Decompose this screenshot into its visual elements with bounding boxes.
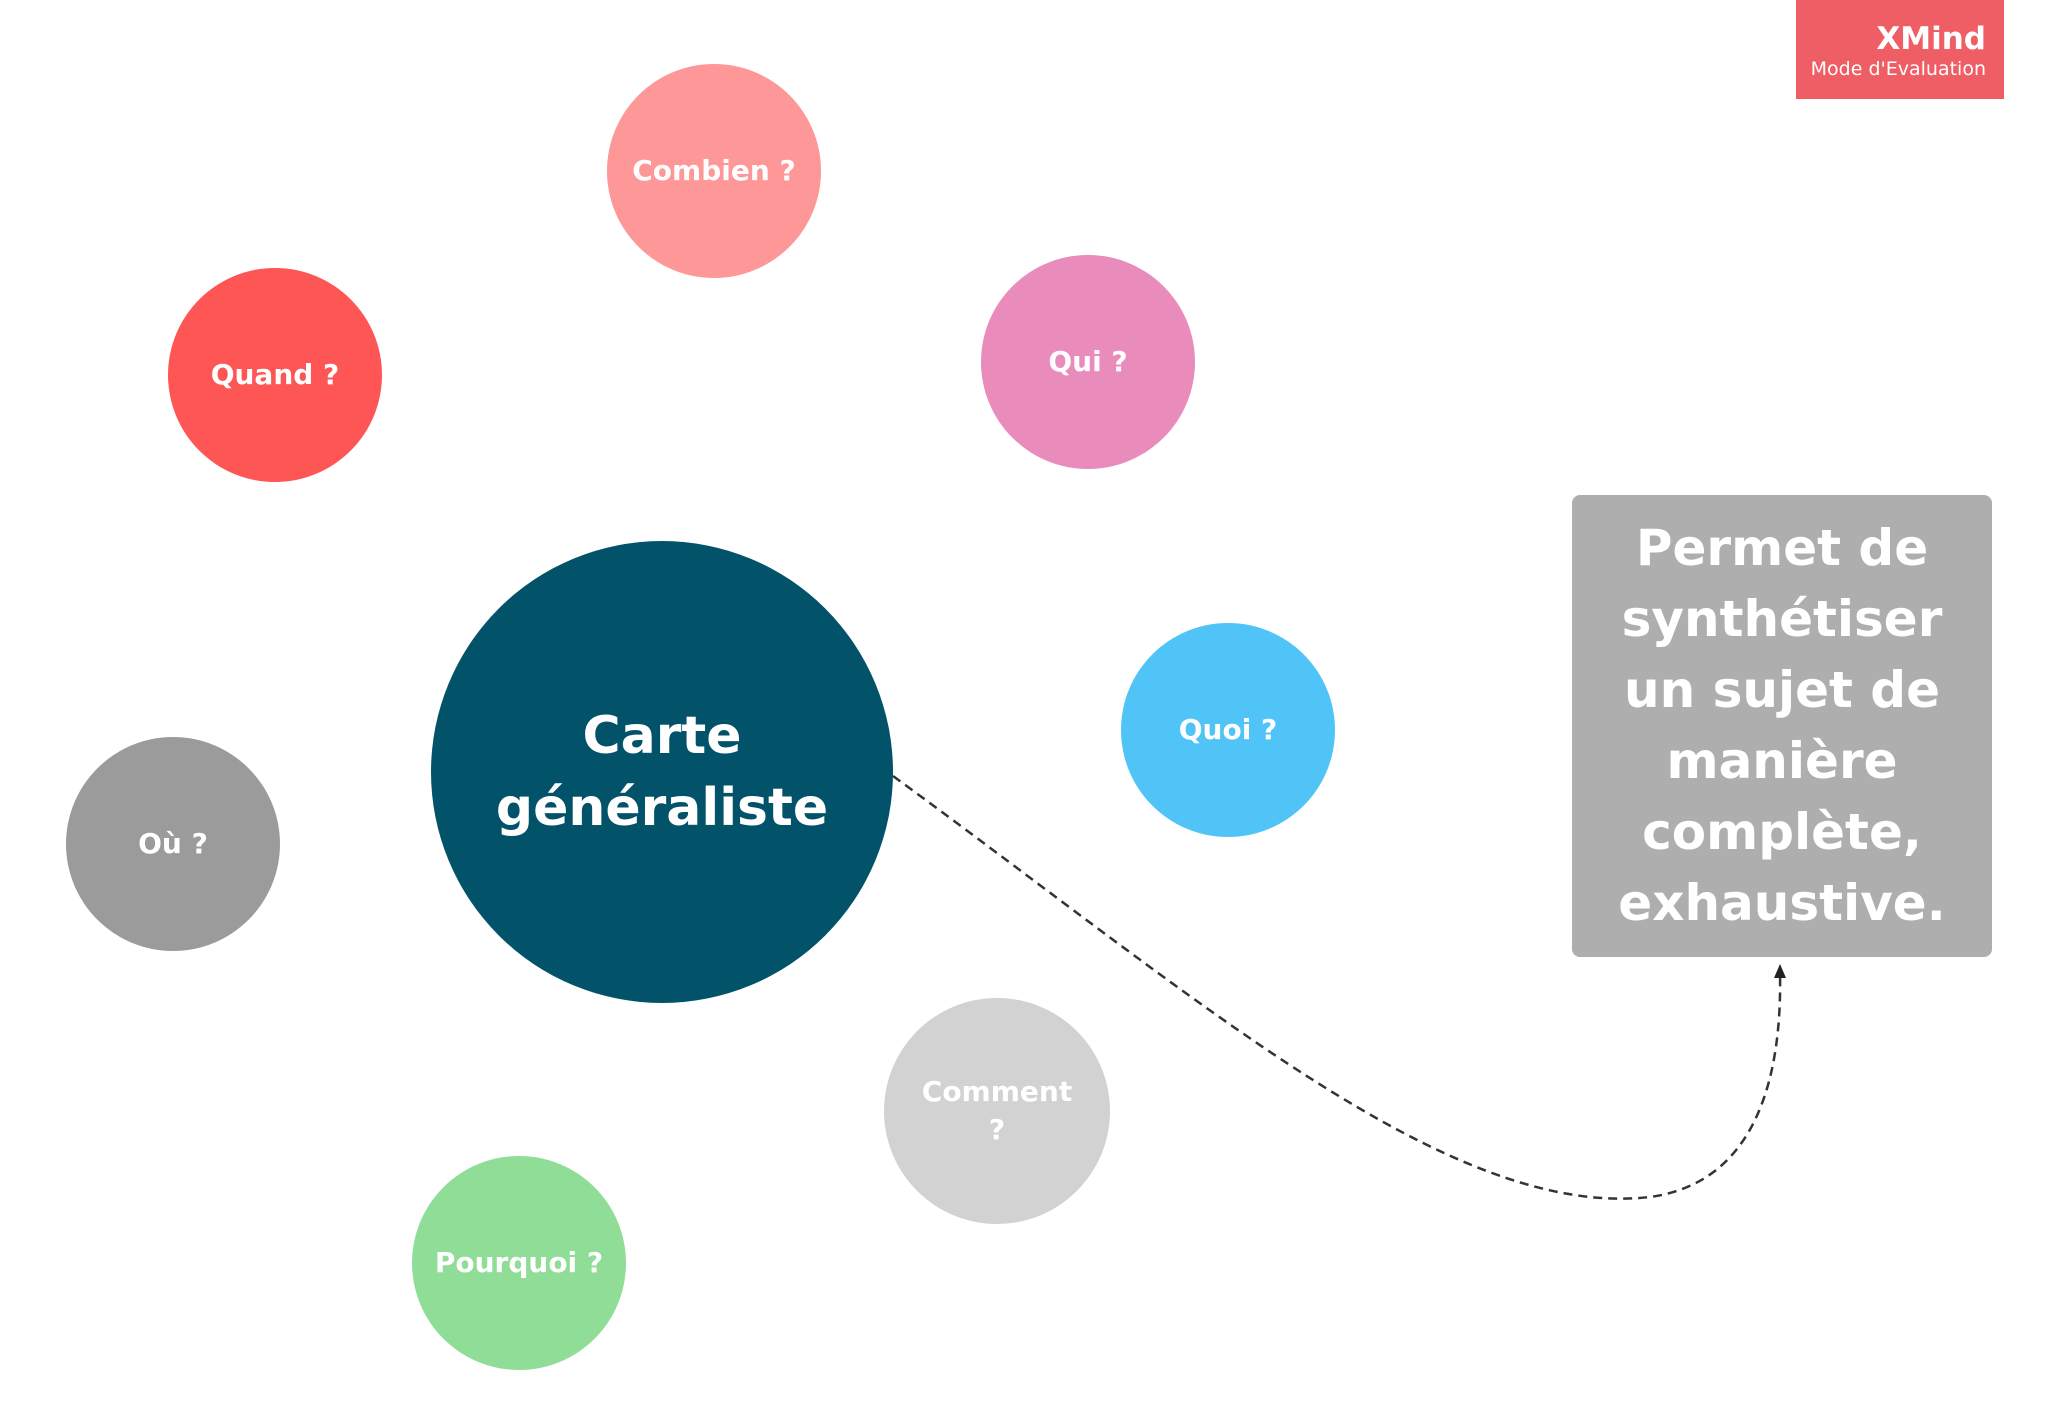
relationship-line <box>892 774 1782 1200</box>
note-text: Permet de synthétiser un sujet de manièr… <box>1618 519 1946 932</box>
topic-label: Pourquoi ? <box>434 1246 604 1279</box>
topic-ou[interactable]: Où ? <box>66 737 280 951</box>
topic-quoi[interactable]: Quoi ? <box>1121 623 1335 837</box>
topic-combien[interactable]: Combien ? <box>607 64 821 278</box>
topic-quand[interactable]: Quand ? <box>168 268 382 482</box>
xmind-evaluation-watermark: XMind Mode d'Evaluation <box>1796 0 2004 99</box>
central-topic-label: Carte généraliste <box>495 706 829 838</box>
topic-label: Quoi ? <box>1178 713 1278 746</box>
central-topic[interactable]: Carte généraliste <box>431 541 893 1003</box>
topic-qui[interactable]: Qui ? <box>981 255 1195 469</box>
relationship-arrowhead <box>1774 964 1786 978</box>
topic-label: Comment ? <box>921 1075 1073 1146</box>
topic-label: Où ? <box>138 827 208 860</box>
topic-label: Quand ? <box>210 358 340 391</box>
watermark-title: XMind <box>1876 21 1986 57</box>
watermark-subtitle: Mode d'Evaluation <box>1810 58 1986 80</box>
topic-comment[interactable]: Comment ? <box>884 998 1110 1224</box>
topic-pourquoi[interactable]: Pourquoi ? <box>412 1156 626 1370</box>
topic-label: Qui ? <box>1048 345 1128 378</box>
topic-label: Combien ? <box>632 154 796 187</box>
note-box[interactable]: Permet de synthétiser un sujet de manièr… <box>1572 495 1992 957</box>
